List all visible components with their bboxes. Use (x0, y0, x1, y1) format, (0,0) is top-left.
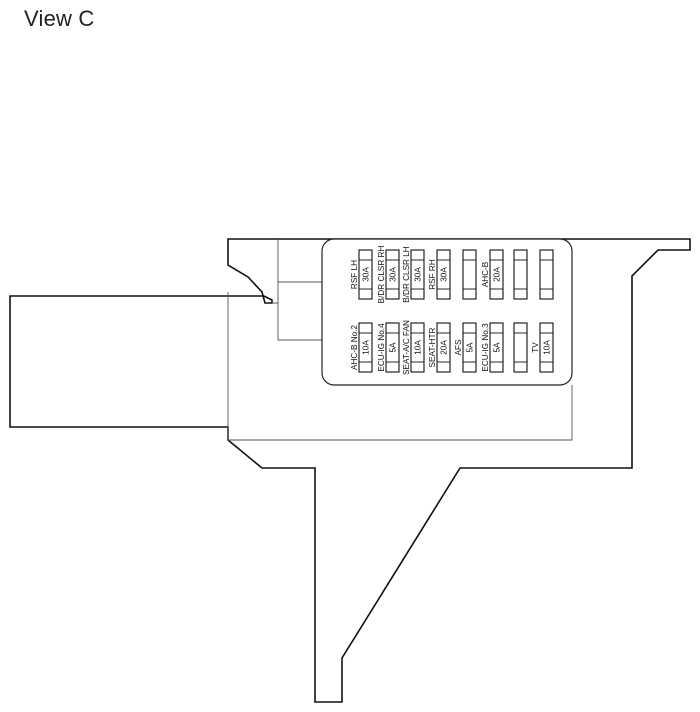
inner-bracket-line (227, 292, 573, 441)
fuse-name: ECU-IG No.4 (377, 323, 386, 372)
fuse-body (436, 249, 451, 300)
fuse-name: B/DR CLSR LH (402, 246, 411, 303)
fuse-name: AFS (454, 339, 463, 355)
fuse-rating: 5A (466, 342, 475, 353)
fuse-body (462, 322, 477, 373)
fuse-name: TV (531, 342, 540, 353)
fuse-name: SEAT-HTR (428, 327, 437, 367)
fuse-name: RSF RH (428, 259, 437, 290)
fuse-body (513, 249, 528, 300)
housing-outline (9, 238, 691, 703)
fuse-panel (321, 238, 573, 386)
fuse-body (410, 249, 425, 300)
fuse-rating: 30A (362, 267, 371, 282)
fuse-body (385, 322, 400, 373)
fuse-name: ECU-IG No.3 (481, 323, 490, 372)
fuse-body (513, 322, 528, 373)
fuse-body (539, 322, 554, 373)
fuse-rating: 10A (543, 340, 552, 355)
fuse-rating: 30A (440, 267, 449, 282)
fuse-rating: 20A (440, 340, 449, 355)
fuse-body (358, 322, 373, 373)
fuse-name: SEAT-A/C FAN (402, 320, 411, 375)
fuse-body (489, 322, 504, 373)
fuse-name: AHC-B No.2 (350, 325, 359, 370)
fuse-name: AHC-B (481, 261, 490, 287)
view-title: View C (24, 6, 95, 31)
inner-step-lines (272, 239, 322, 341)
fuse-f7 (513, 249, 528, 300)
fuse-rating: 10A (362, 340, 371, 355)
fuse-body (539, 249, 554, 300)
fuse-body (410, 322, 425, 373)
fuse-rating: 5A (389, 342, 398, 353)
fuse-rating: 5A (493, 342, 502, 353)
fuse-body (385, 249, 400, 300)
fuse-name: RSF LH (350, 260, 359, 289)
fuse-f15 (513, 322, 528, 373)
fuse-name: B/DR CLSR RH (377, 246, 386, 304)
fuse-rating: 10A (414, 340, 423, 355)
fuse-body (436, 322, 451, 373)
fuse-rating: 20A (493, 267, 502, 282)
fuse-rating: 30A (414, 267, 423, 282)
fuse-f8 (539, 249, 554, 300)
fuse-body (489, 249, 504, 300)
fuse-body (462, 249, 477, 300)
fuse-f5 (462, 249, 477, 300)
fuse-body (358, 249, 373, 300)
fuse-rating: 30A (389, 267, 398, 282)
